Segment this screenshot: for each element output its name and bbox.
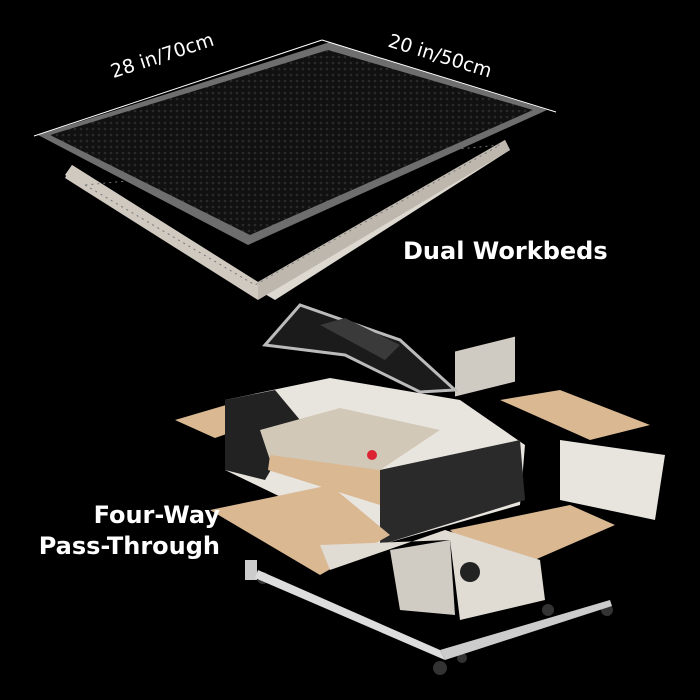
- blade-workbed: [65, 140, 510, 300]
- pass-through-line1: Four-Way: [93, 501, 220, 529]
- dimension-lines: [33, 39, 557, 137]
- laser-cutter-machine: [175, 303, 665, 675]
- dual-workbeds-heading: Dual Workbeds: [403, 237, 608, 265]
- pass-through-heading: Four-Way Pass-Through: [30, 500, 220, 562]
- pass-through-line2: Pass-Through: [38, 532, 220, 560]
- honeycomb-workbed: [38, 42, 547, 245]
